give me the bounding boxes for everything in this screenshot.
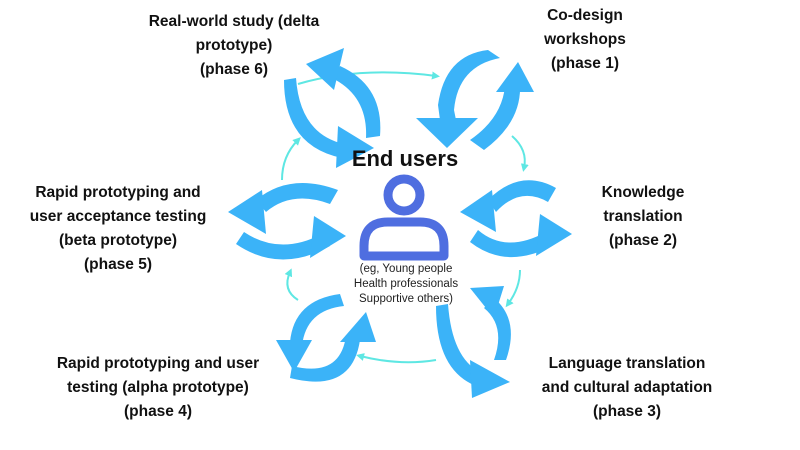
arrow-phase-3-out-head xyxy=(470,360,510,398)
example-line: Supportive others) xyxy=(359,293,453,305)
phase-6-label: Real-world study (delta prototype) (phas… xyxy=(148,13,320,78)
ring-arrow-4-to-5 xyxy=(284,268,299,301)
arrow-pair-phase-4 xyxy=(276,294,376,382)
arrow-phase-2-out-head xyxy=(460,190,496,232)
arrow-phase-6-in-head xyxy=(336,126,374,168)
example-line: (eg, Young people xyxy=(359,263,453,275)
arrow-phase-6-out-head xyxy=(306,48,344,90)
arrow-phase-5-in-head xyxy=(310,216,346,258)
arrow-phase-4-in-head xyxy=(340,312,376,342)
ring-arrow-5-to-6 xyxy=(281,137,301,181)
arrow-pair-phase-3 xyxy=(436,286,511,398)
phase-2-label: Knowledge translation (phase 2) xyxy=(601,184,685,249)
arrow-phase-4-in xyxy=(290,336,360,382)
arrow-phase-6-in xyxy=(284,78,344,158)
arrow-pair-phase-6 xyxy=(284,48,381,168)
arrow-pair-phase-5 xyxy=(228,182,346,260)
arrow-phase-1-in-head xyxy=(496,62,534,92)
arrow-phase-6-out xyxy=(332,66,381,138)
end-user-examples: (eg, Young people Health professionals S… xyxy=(318,262,494,307)
arrow-phase-1-out xyxy=(438,50,500,120)
arrow-phase-2-out xyxy=(488,180,556,212)
arrow-phase-3-out xyxy=(436,304,480,386)
exchange-arrows xyxy=(228,48,572,398)
ring-arrow-1-to-2 xyxy=(511,135,529,172)
person-icon xyxy=(359,174,449,261)
phase-5-label: Rapid prototyping and user acceptance te… xyxy=(29,184,207,273)
arrow-phase-5-out xyxy=(256,182,338,212)
arrow-pair-phase-2 xyxy=(460,180,572,258)
arrow-phase-3-in-head xyxy=(470,286,504,318)
ring-arrow-2-to-3 xyxy=(505,269,521,308)
ring-arrow-6-to-1 xyxy=(297,71,440,85)
arrow-phase-4-out-head xyxy=(276,340,312,372)
center-title: End users xyxy=(351,146,459,171)
phase-4-label: Rapid prototyping and user testing (alph… xyxy=(56,355,260,420)
arrow-pair-phase-1 xyxy=(416,50,534,150)
arrow-phase-1-out-head xyxy=(416,118,478,148)
ring-arrow-3-to-4 xyxy=(356,353,437,364)
phase-3-label: Language translation and cultural adapta… xyxy=(541,355,713,420)
arrow-phase-2-in xyxy=(470,230,552,258)
arrow-phase-5-out-head xyxy=(228,190,266,234)
phase-ring xyxy=(281,71,529,364)
arrow-phase-2-in-head xyxy=(536,214,572,256)
example-line: Health professionals xyxy=(353,278,459,290)
arrow-phase-1-in xyxy=(470,84,521,150)
arrow-phase-5-in xyxy=(236,232,330,260)
phase-1-label: Co-design workshops (phase 1) xyxy=(544,7,626,72)
arrow-phase-4-out xyxy=(290,294,344,346)
